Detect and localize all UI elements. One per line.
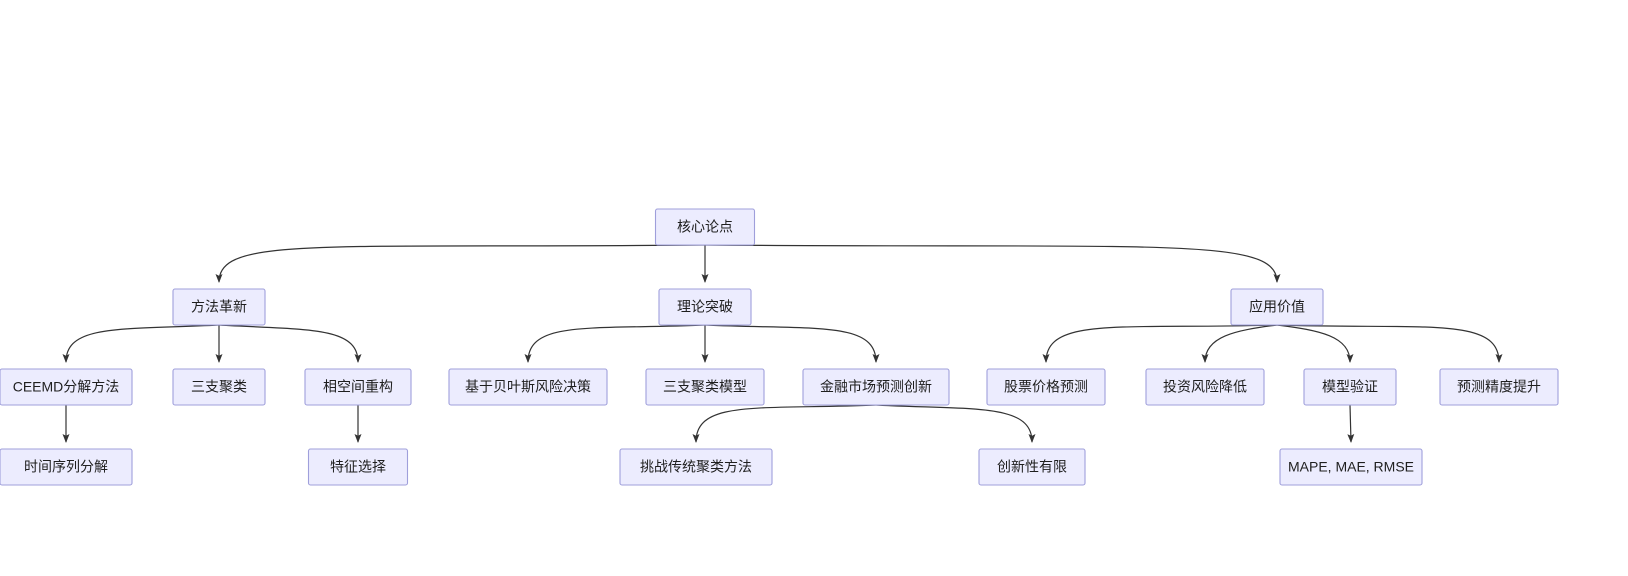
node-box (1439, 368, 1559, 406)
node-相空间重构[interactable]: 相空间重构 (304, 368, 412, 406)
node-时间序列分解[interactable]: 时间序列分解 (0, 448, 133, 486)
node-三支聚类模型[interactable]: 三支聚类模型 (645, 368, 765, 406)
edge-b3-to-c7 (1042, 324, 1278, 363)
node-label: 理论突破 (677, 299, 733, 315)
edge-b3-to-c10 (1276, 324, 1503, 363)
node-box (1303, 368, 1397, 406)
node-label: 时间序列分解 (24, 459, 108, 475)
node-box (304, 368, 412, 406)
node-创新性有限[interactable]: 创新性有限 (978, 448, 1086, 486)
node-box (0, 368, 133, 406)
node-box (172, 368, 266, 406)
node-label: 三支聚类模型 (663, 379, 747, 395)
edge-b1-to-c1 (62, 324, 220, 363)
edge-b3-to-c8 (1201, 324, 1278, 363)
node-box (0, 448, 133, 486)
edge-c9-to-d5 (1347, 404, 1355, 443)
node-股票价格预测[interactable]: 股票价格预测 (986, 368, 1106, 406)
node-box (1230, 288, 1324, 326)
edge-b2-to-c6 (704, 324, 880, 363)
node-box (654, 208, 756, 246)
node-label: 应用价值 (1249, 299, 1305, 315)
node-方法革新[interactable]: 方法革新 (172, 288, 266, 326)
node-box (978, 448, 1086, 486)
node-mape-mae-rmse[interactable]: MAPE, MAE, RMSE (1279, 448, 1423, 486)
edge-root-to-b1 (215, 244, 706, 283)
node-label: MAPE, MAE, RMSE (1288, 459, 1414, 475)
node-模型验证[interactable]: 模型验证 (1303, 368, 1397, 406)
node-box (172, 288, 266, 326)
node-label: 模型验证 (1322, 379, 1378, 395)
edge-root-to-b3 (704, 244, 1281, 283)
node-label: 股票价格预测 (1004, 379, 1088, 395)
edge-b1-to-c3 (218, 324, 362, 363)
node-box (448, 368, 608, 406)
node-预测精度提升[interactable]: 预测精度提升 (1439, 368, 1559, 406)
node-box (307, 448, 409, 486)
node-label: 金融市场预测创新 (820, 379, 932, 395)
node-box (802, 368, 950, 406)
node-box (1145, 368, 1265, 406)
node-基于贝叶斯风险决策[interactable]: 基于贝叶斯风险决策 (448, 368, 608, 406)
node-label: 相空间重构 (323, 379, 393, 395)
node-label: 三支聚类 (191, 379, 247, 395)
edge-c6-to-d4 (875, 404, 1036, 443)
node-理论突破[interactable]: 理论突破 (658, 288, 752, 326)
node-box (658, 288, 752, 326)
node-ceemd分解方法[interactable]: CEEMD分解方法 (0, 368, 133, 406)
node-label: CEEMD分解方法 (13, 379, 120, 395)
node-box (986, 368, 1106, 406)
edge-layer (62, 244, 1503, 443)
node-label: 挑战传统聚类方法 (640, 459, 752, 475)
edge-b3-to-c9 (1276, 324, 1354, 363)
node-label: 方法革新 (191, 299, 247, 315)
node-box (1279, 448, 1423, 486)
node-应用价值[interactable]: 应用价值 (1230, 288, 1324, 326)
node-核心论点[interactable]: 核心论点 (654, 208, 756, 246)
node-box (645, 368, 765, 406)
node-label: 基于贝叶斯风险决策 (465, 379, 591, 395)
node-label: 创新性有限 (997, 459, 1067, 475)
node-label: 核心论点 (677, 219, 733, 235)
node-label: 投资风险降低 (1163, 379, 1247, 395)
edge-b2-to-c4 (524, 324, 706, 363)
node-金融市场预测创新[interactable]: 金融市场预测创新 (802, 368, 950, 406)
node-投资风险降低[interactable]: 投资风险降低 (1145, 368, 1265, 406)
node-三支聚类[interactable]: 三支聚类 (172, 368, 266, 406)
node-label: 预测精度提升 (1457, 379, 1541, 395)
node-挑战传统聚类方法[interactable]: 挑战传统聚类方法 (619, 448, 773, 486)
node-label: 特征选择 (330, 459, 386, 475)
node-特征选择[interactable]: 特征选择 (307, 448, 409, 486)
node-box (619, 448, 773, 486)
edge-c6-to-d3 (692, 404, 877, 443)
